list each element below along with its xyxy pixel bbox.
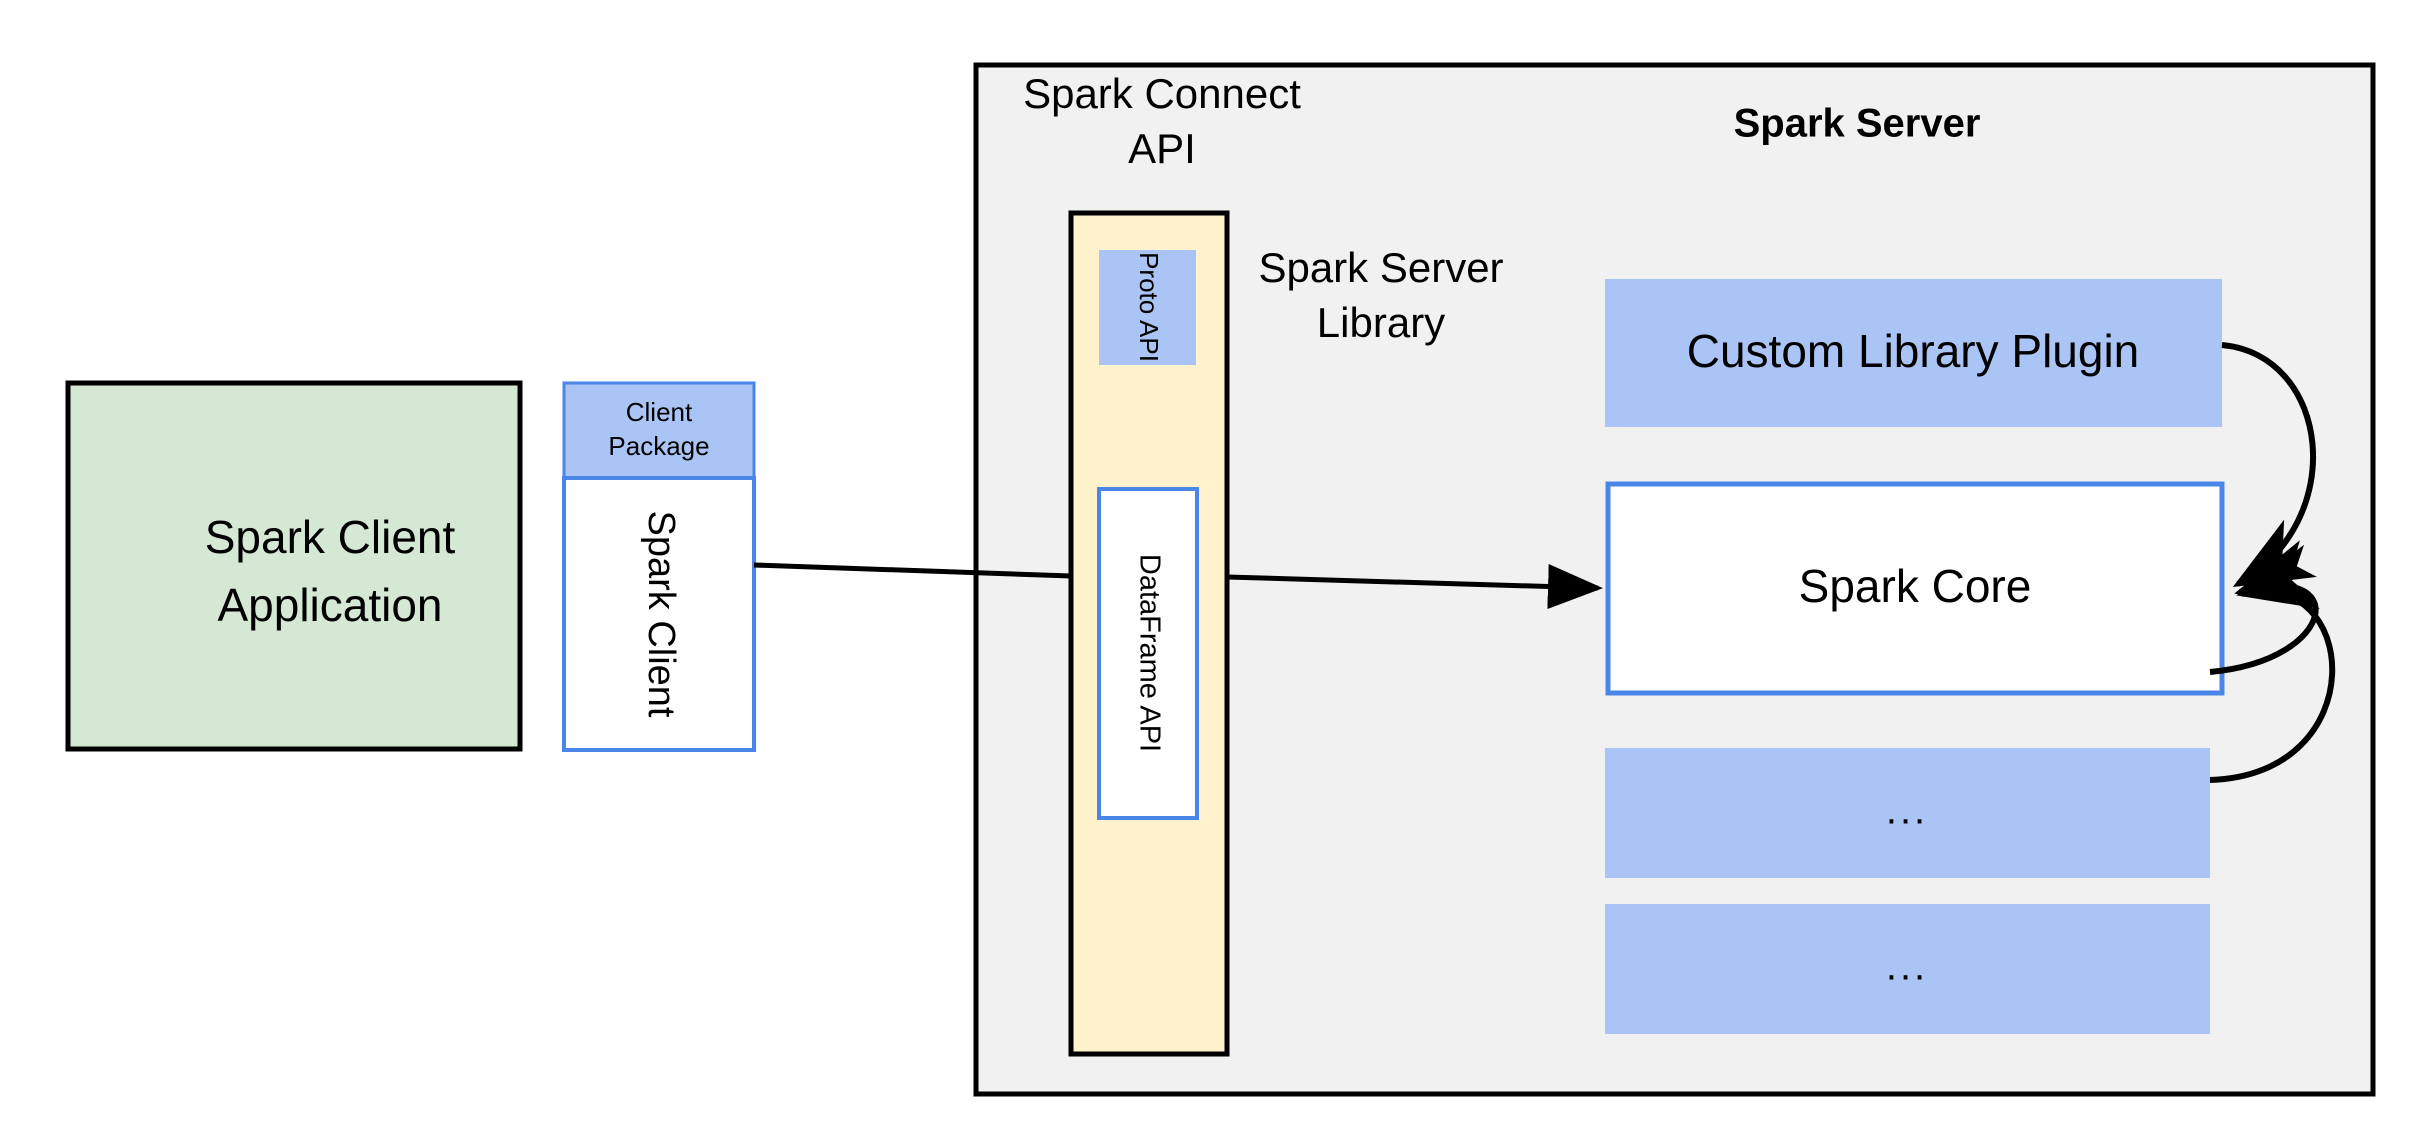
proto-api-box[interactable]	[1099, 250, 1196, 365]
component-ellipsis-2-box[interactable]	[1605, 904, 2210, 1034]
proto-api-label: Proto API	[1134, 252, 1164, 362]
spark-client-application-label-line2: Application	[217, 579, 442, 631]
custom-library-plugin-box[interactable]	[1605, 279, 2222, 427]
client-package-label-line1: Client	[626, 397, 693, 427]
dataframe-api-box[interactable]	[1097, 487, 1199, 820]
spark-server-library-label: Spark Server	[1258, 244, 1503, 291]
spark-server-library-label-line2: Library	[1317, 299, 1445, 346]
spark-connect-api-label: Spark Connect	[1023, 70, 1301, 117]
connector-client-to-connect-api	[753, 562, 1072, 579]
custom-library-plugin-label: Custom Library Plugin	[1687, 325, 2140, 377]
spark-client-label: Spark Client	[640, 511, 682, 718]
connector-ellipsis-2-to-spark-core	[2209, 544, 2336, 783]
spark-connect-api-label-line2: API	[1128, 125, 1196, 172]
component-ellipsis-2-label: ...	[1886, 945, 1928, 989]
spark-client-box[interactable]	[562, 476, 756, 752]
spark-core-box[interactable]	[1605, 481, 2225, 696]
dataframe-api-label: DataFrame API	[1133, 554, 1165, 752]
client-package-label-line2: Package	[608, 431, 709, 461]
component-ellipsis-1-box[interactable]	[1605, 748, 2210, 878]
spark-client-application-box[interactable]	[65, 380, 523, 752]
spark-client-application-label-line1: Spark Client	[205, 511, 456, 563]
client-package-box[interactable]	[562, 381, 756, 480]
component-ellipsis-1-label: ...	[1886, 789, 1928, 833]
spark-server-title: Spark Server	[1734, 102, 1981, 146]
connector-connect-api-to-spark-core	[1226, 564, 1603, 610]
spark-core-label: Spark Core	[1799, 560, 2032, 612]
